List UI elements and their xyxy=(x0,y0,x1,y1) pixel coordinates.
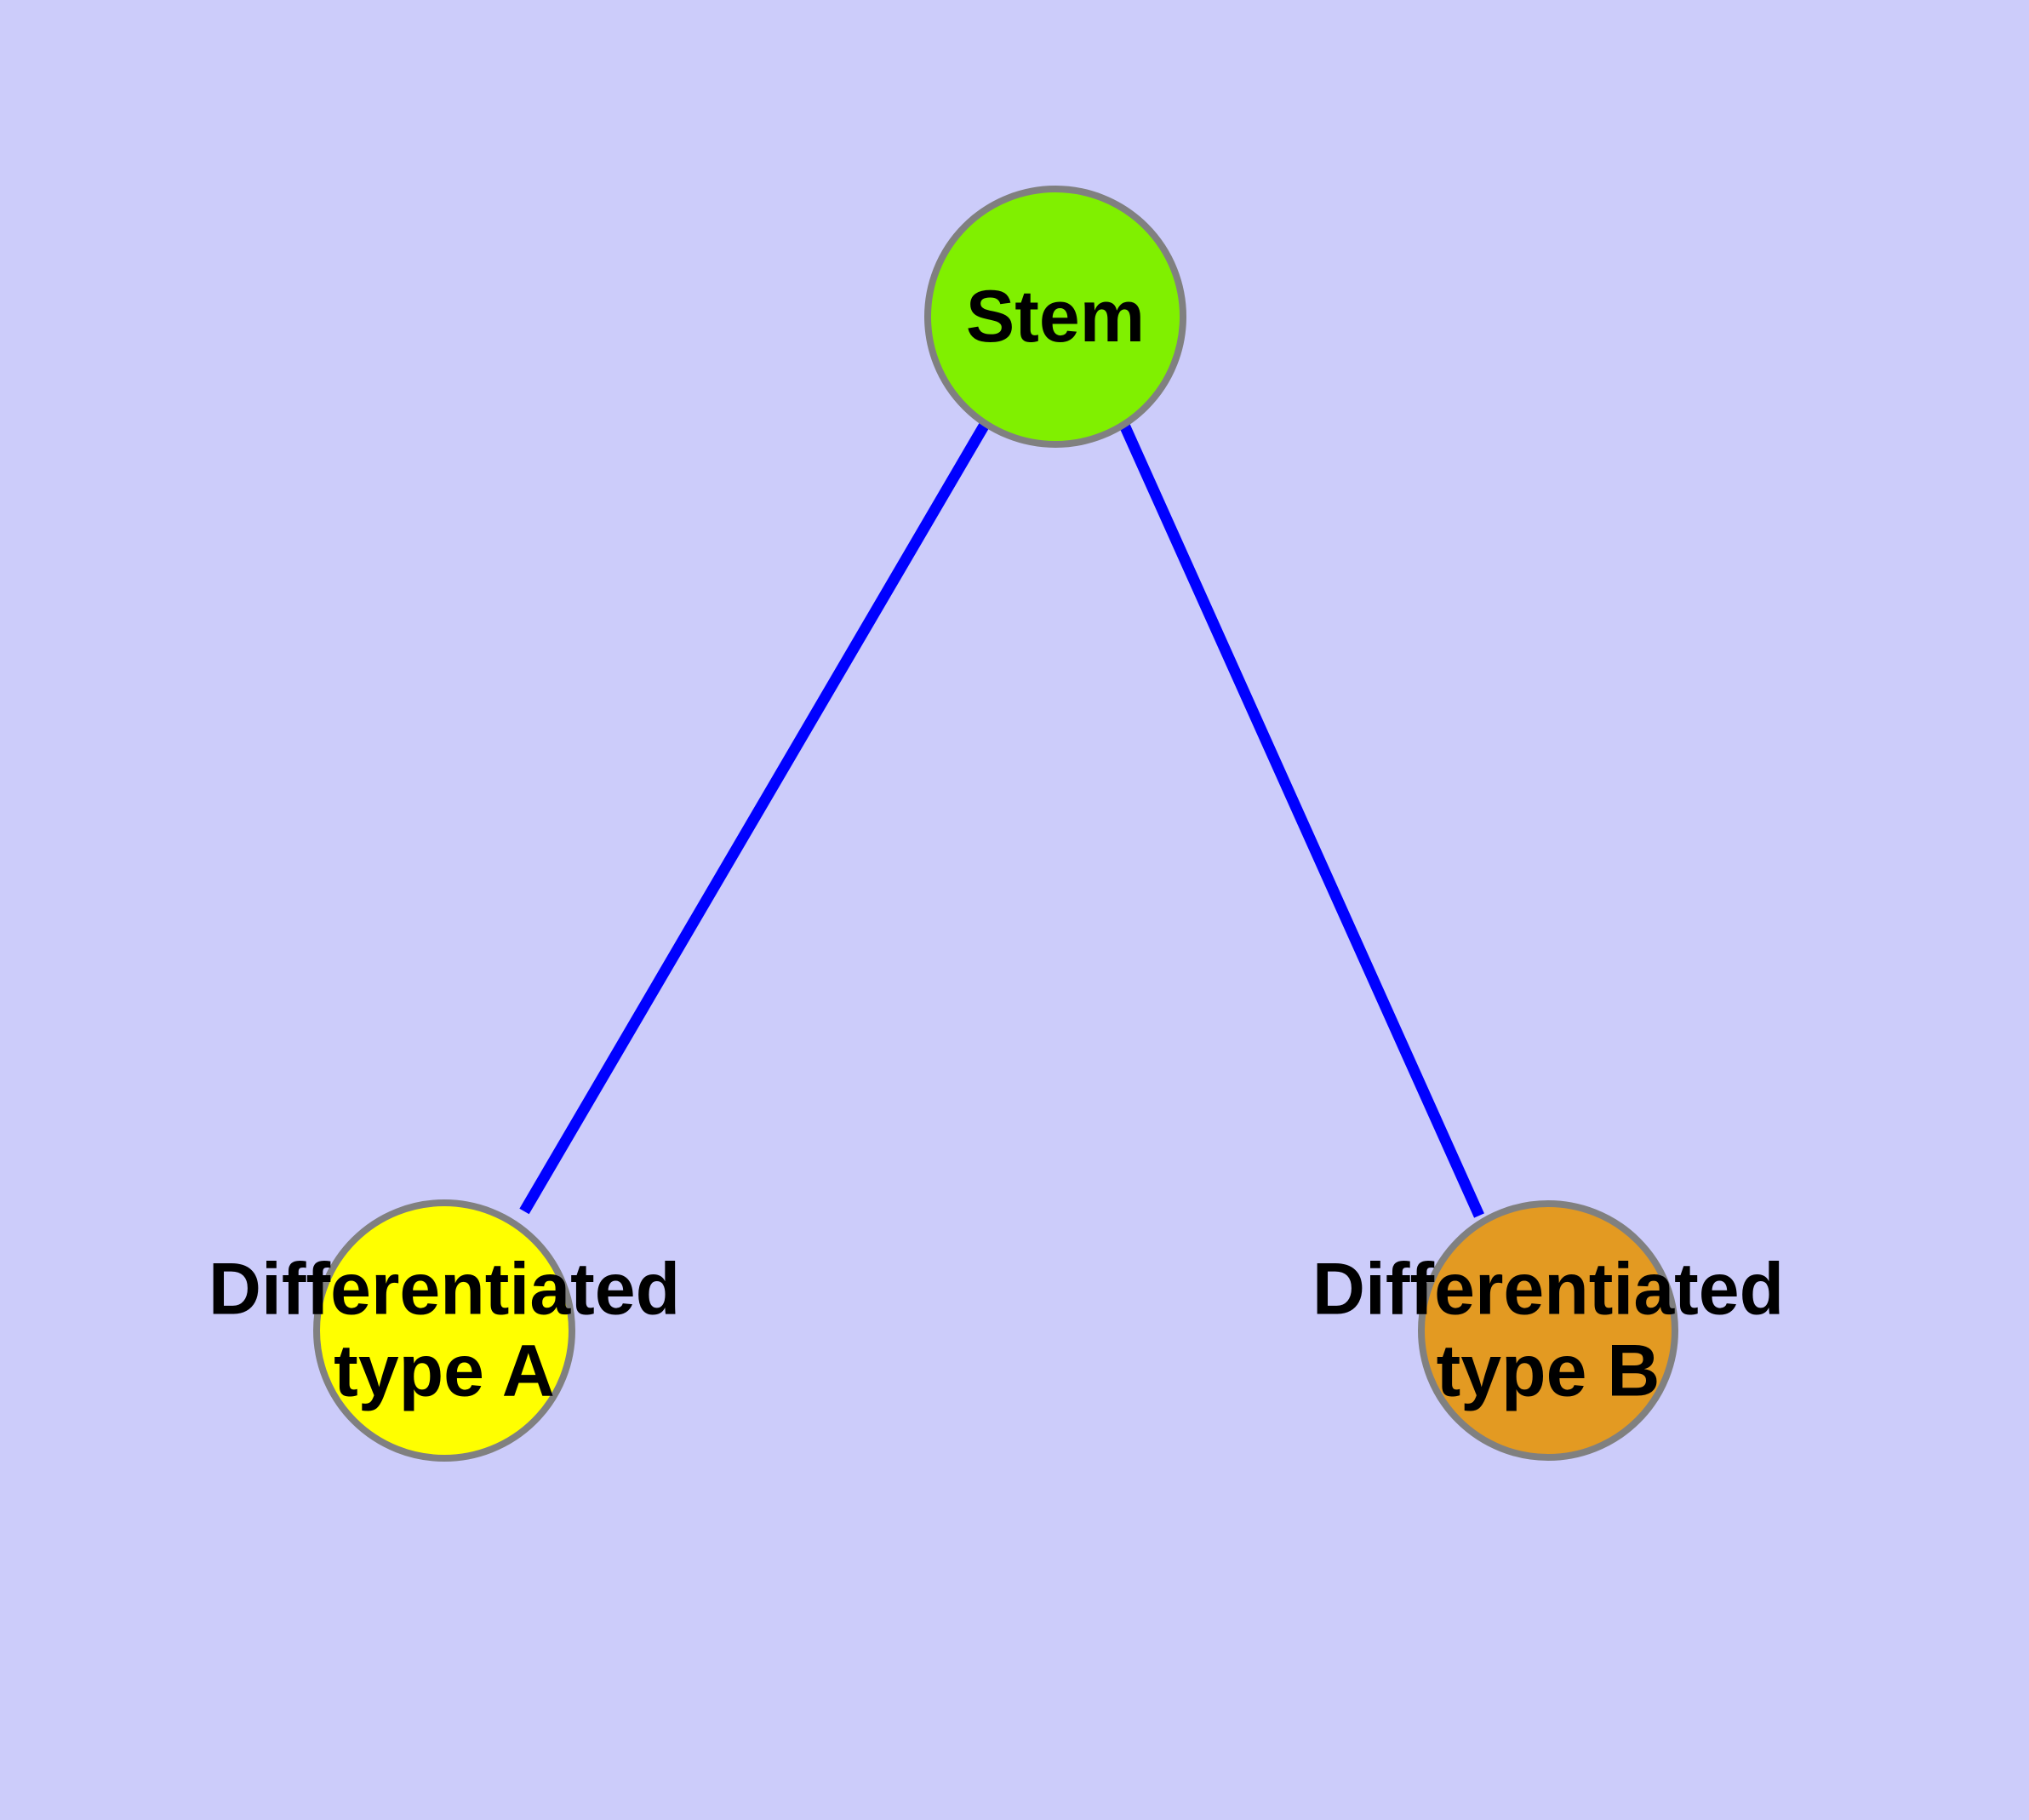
graph-node-stem[interactable] xyxy=(924,186,1186,448)
graph-node-diff_a[interactable] xyxy=(313,1199,575,1462)
graph-node-diff_b[interactable] xyxy=(1418,1200,1678,1461)
nodes-layer xyxy=(313,186,1678,1462)
graph-edge-stem-to-diff_b[interactable] xyxy=(1118,421,1484,1218)
graph-edge-stem-to-diff_a[interactable] xyxy=(519,420,991,1215)
edges-layer xyxy=(519,420,1484,1218)
